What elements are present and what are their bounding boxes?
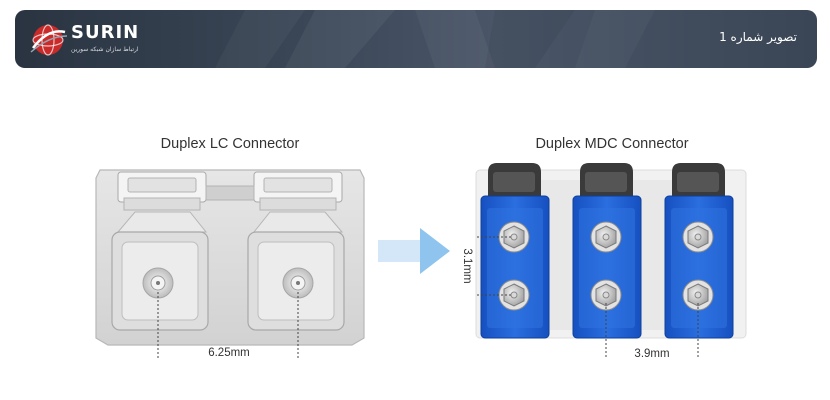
surin-logo[interactable]: SURIN ارتباط سازان شبکه سورین bbox=[29, 18, 139, 62]
lc-latch-right bbox=[253, 171, 343, 211]
surin-globe-icon bbox=[30, 24, 68, 56]
header-banner: SURIN ارتباط سازان شبکه سورین تصویر شمار… bbox=[15, 10, 817, 68]
logo-name: SURIN bbox=[71, 22, 140, 43]
lc-housing-left bbox=[111, 231, 209, 331]
lc-pitch-label: 6.25mm bbox=[208, 347, 250, 359]
header-background-pattern bbox=[215, 10, 575, 68]
mdc-module-3 bbox=[664, 163, 734, 339]
mdc-horizontal-pitch-label: 3.9mm bbox=[634, 348, 669, 360]
lc-latch-left bbox=[117, 171, 207, 211]
image-caption-title: تصویر شماره 1 bbox=[719, 30, 797, 44]
mdc-connector-title: Duplex MDC Connector bbox=[535, 136, 688, 152]
mdc-vertical-pitch-label: 3.1mm bbox=[461, 248, 473, 283]
comparison-arrow-icon bbox=[378, 228, 450, 274]
lc-connector-illustration bbox=[95, 169, 365, 358]
lc-connector-title: Duplex LC Connector bbox=[161, 136, 300, 152]
logo-tagline: ارتباط سازان شبکه سورین bbox=[71, 46, 139, 53]
mdc-module-1 bbox=[480, 163, 550, 339]
lc-housing-right bbox=[247, 231, 345, 331]
mdc-module-2 bbox=[572, 163, 642, 339]
mdc-connector-illustration bbox=[475, 163, 747, 358]
